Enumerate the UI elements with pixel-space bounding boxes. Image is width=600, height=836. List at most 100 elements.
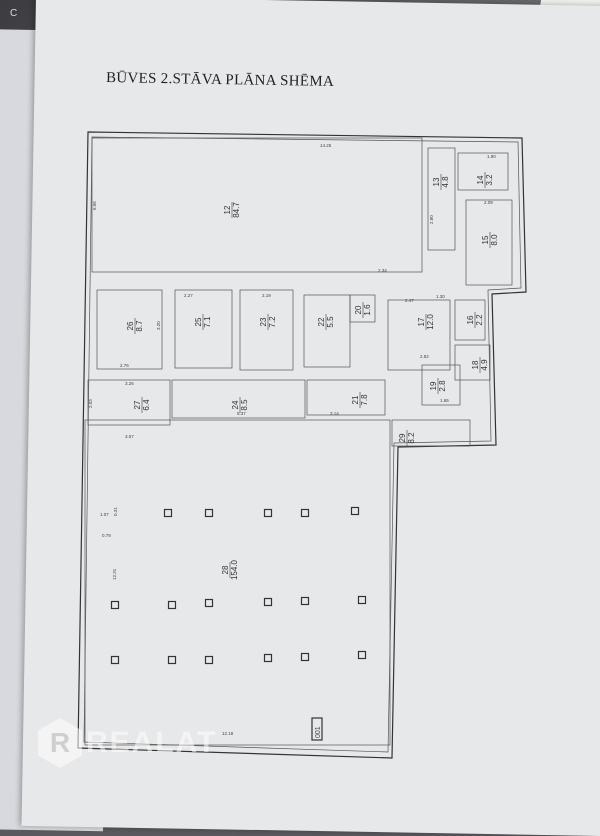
room-25 bbox=[174, 289, 233, 369]
room-label: 162.2 bbox=[466, 314, 484, 326]
room-number: 15 bbox=[481, 235, 490, 244]
dimension-label: 2.47 bbox=[405, 298, 414, 303]
dimension-label: 3.14 bbox=[330, 411, 339, 416]
dimension-label: 0.31 bbox=[113, 507, 118, 516]
room-area: 154.0 bbox=[230, 559, 239, 580]
room-number: 13 bbox=[432, 177, 441, 186]
room-label: 192.8 bbox=[429, 380, 447, 392]
room-16 bbox=[454, 299, 486, 341]
dimension-label: 2.09 bbox=[484, 200, 493, 205]
keyboard-letters: C V bbox=[10, 8, 55, 19]
room-area: 7.2 bbox=[268, 316, 277, 328]
dimension-label: 1.90 bbox=[487, 154, 496, 159]
room-label: 257.1 bbox=[194, 316, 212, 328]
room-26 bbox=[96, 289, 163, 370]
dimension-label: 2.34 bbox=[378, 268, 387, 273]
column bbox=[357, 650, 367, 660]
room-27 bbox=[87, 379, 171, 426]
room-number: 24 bbox=[231, 400, 240, 409]
watermark-text: REALAT bbox=[86, 726, 218, 759]
room-number: 27 bbox=[133, 400, 142, 409]
room-number: 18 bbox=[471, 360, 480, 369]
room-area: 8.7 bbox=[135, 320, 144, 332]
room-number: 22 bbox=[317, 317, 326, 326]
room-14 bbox=[457, 152, 509, 191]
column bbox=[263, 653, 273, 663]
dimension-label: 1.65 bbox=[440, 398, 449, 403]
room-label: 134.8 bbox=[432, 176, 450, 188]
room-area: 84.7 bbox=[232, 202, 241, 218]
dimension-label: 0.79 bbox=[102, 533, 111, 538]
room-label: 184.9 bbox=[471, 359, 489, 371]
room-number: 26 bbox=[126, 321, 135, 330]
room-area: 7.1 bbox=[203, 316, 212, 328]
room-number: 12 bbox=[223, 205, 232, 214]
room-label: 143.2 bbox=[476, 174, 494, 186]
room-number: 29 bbox=[398, 433, 407, 442]
dimension-label: 2.03 bbox=[88, 399, 93, 408]
floor-plan: 1284.7 134.8 143.2 158.0 162.2 1712.0 184.9 192… bbox=[77, 131, 527, 759]
room-area: 8.5 bbox=[240, 399, 249, 411]
room-label: 268.7 bbox=[126, 320, 144, 332]
room-area: 12.0 bbox=[426, 314, 435, 330]
realat-logo-icon: R bbox=[38, 718, 82, 768]
room-area: 1.6 bbox=[363, 304, 372, 316]
room-label: 201.6 bbox=[354, 304, 372, 316]
room-label: 28154.0 bbox=[221, 559, 239, 580]
column bbox=[350, 506, 360, 516]
dimension-label: 12.18 bbox=[222, 731, 234, 736]
dimension-label: 3.57 bbox=[125, 434, 134, 439]
column bbox=[163, 508, 173, 518]
room-label: 158.0 bbox=[481, 234, 499, 246]
column bbox=[263, 597, 273, 607]
room-number: 25 bbox=[194, 317, 203, 326]
room-18 bbox=[454, 344, 491, 381]
room-21 bbox=[306, 379, 386, 416]
column bbox=[204, 598, 214, 608]
building-outline bbox=[77, 131, 527, 759]
room-label: 298.2 bbox=[398, 432, 416, 444]
room-number: 21 bbox=[351, 395, 360, 404]
room-area: 2.2 bbox=[475, 314, 484, 326]
dimension-label: 2.80 bbox=[429, 215, 434, 224]
room-17 bbox=[387, 299, 451, 371]
dimension-label: 12.31 bbox=[112, 568, 117, 580]
watermark: R REALAT bbox=[38, 718, 217, 768]
room-23 bbox=[239, 289, 294, 371]
room-label: 225.5 bbox=[317, 316, 335, 328]
column bbox=[357, 595, 367, 605]
room-number: 14 bbox=[476, 175, 485, 184]
room-area: 7.8 bbox=[360, 394, 369, 406]
column bbox=[110, 600, 120, 610]
room-12 bbox=[91, 137, 423, 273]
room-label: 276.4 bbox=[133, 399, 151, 411]
column bbox=[300, 652, 310, 662]
counter-label: 001 bbox=[315, 726, 322, 738]
room-area: 4.9 bbox=[480, 359, 489, 371]
room-number: 17 bbox=[417, 317, 426, 326]
dimension-label: 3.26 bbox=[125, 381, 134, 386]
column bbox=[167, 655, 177, 665]
room-label: 217.8 bbox=[351, 394, 369, 406]
counter-box bbox=[311, 717, 323, 741]
room-number: 28 bbox=[221, 565, 230, 574]
dimension-label: 2.27 bbox=[184, 293, 193, 298]
dimension-label: 6.06 bbox=[92, 201, 97, 210]
room-22 bbox=[303, 294, 351, 368]
dimension-label: 1.30 bbox=[436, 294, 445, 299]
room-number: 16 bbox=[466, 315, 475, 324]
dimension-label: 2.76 bbox=[120, 363, 129, 368]
column bbox=[263, 508, 273, 518]
room-area: 3.2 bbox=[485, 174, 494, 186]
room-15 bbox=[465, 199, 513, 286]
room-area: 5.5 bbox=[326, 316, 335, 328]
room-number: 20 bbox=[354, 305, 363, 314]
dimension-label: 3.20 bbox=[156, 321, 161, 330]
room-29 bbox=[391, 419, 471, 447]
room-28 bbox=[84, 419, 391, 746]
room-area: 8.0 bbox=[490, 234, 499, 246]
room-area: 4.8 bbox=[441, 176, 450, 188]
column bbox=[167, 600, 177, 610]
dimension-label: 2.19 bbox=[262, 293, 271, 298]
